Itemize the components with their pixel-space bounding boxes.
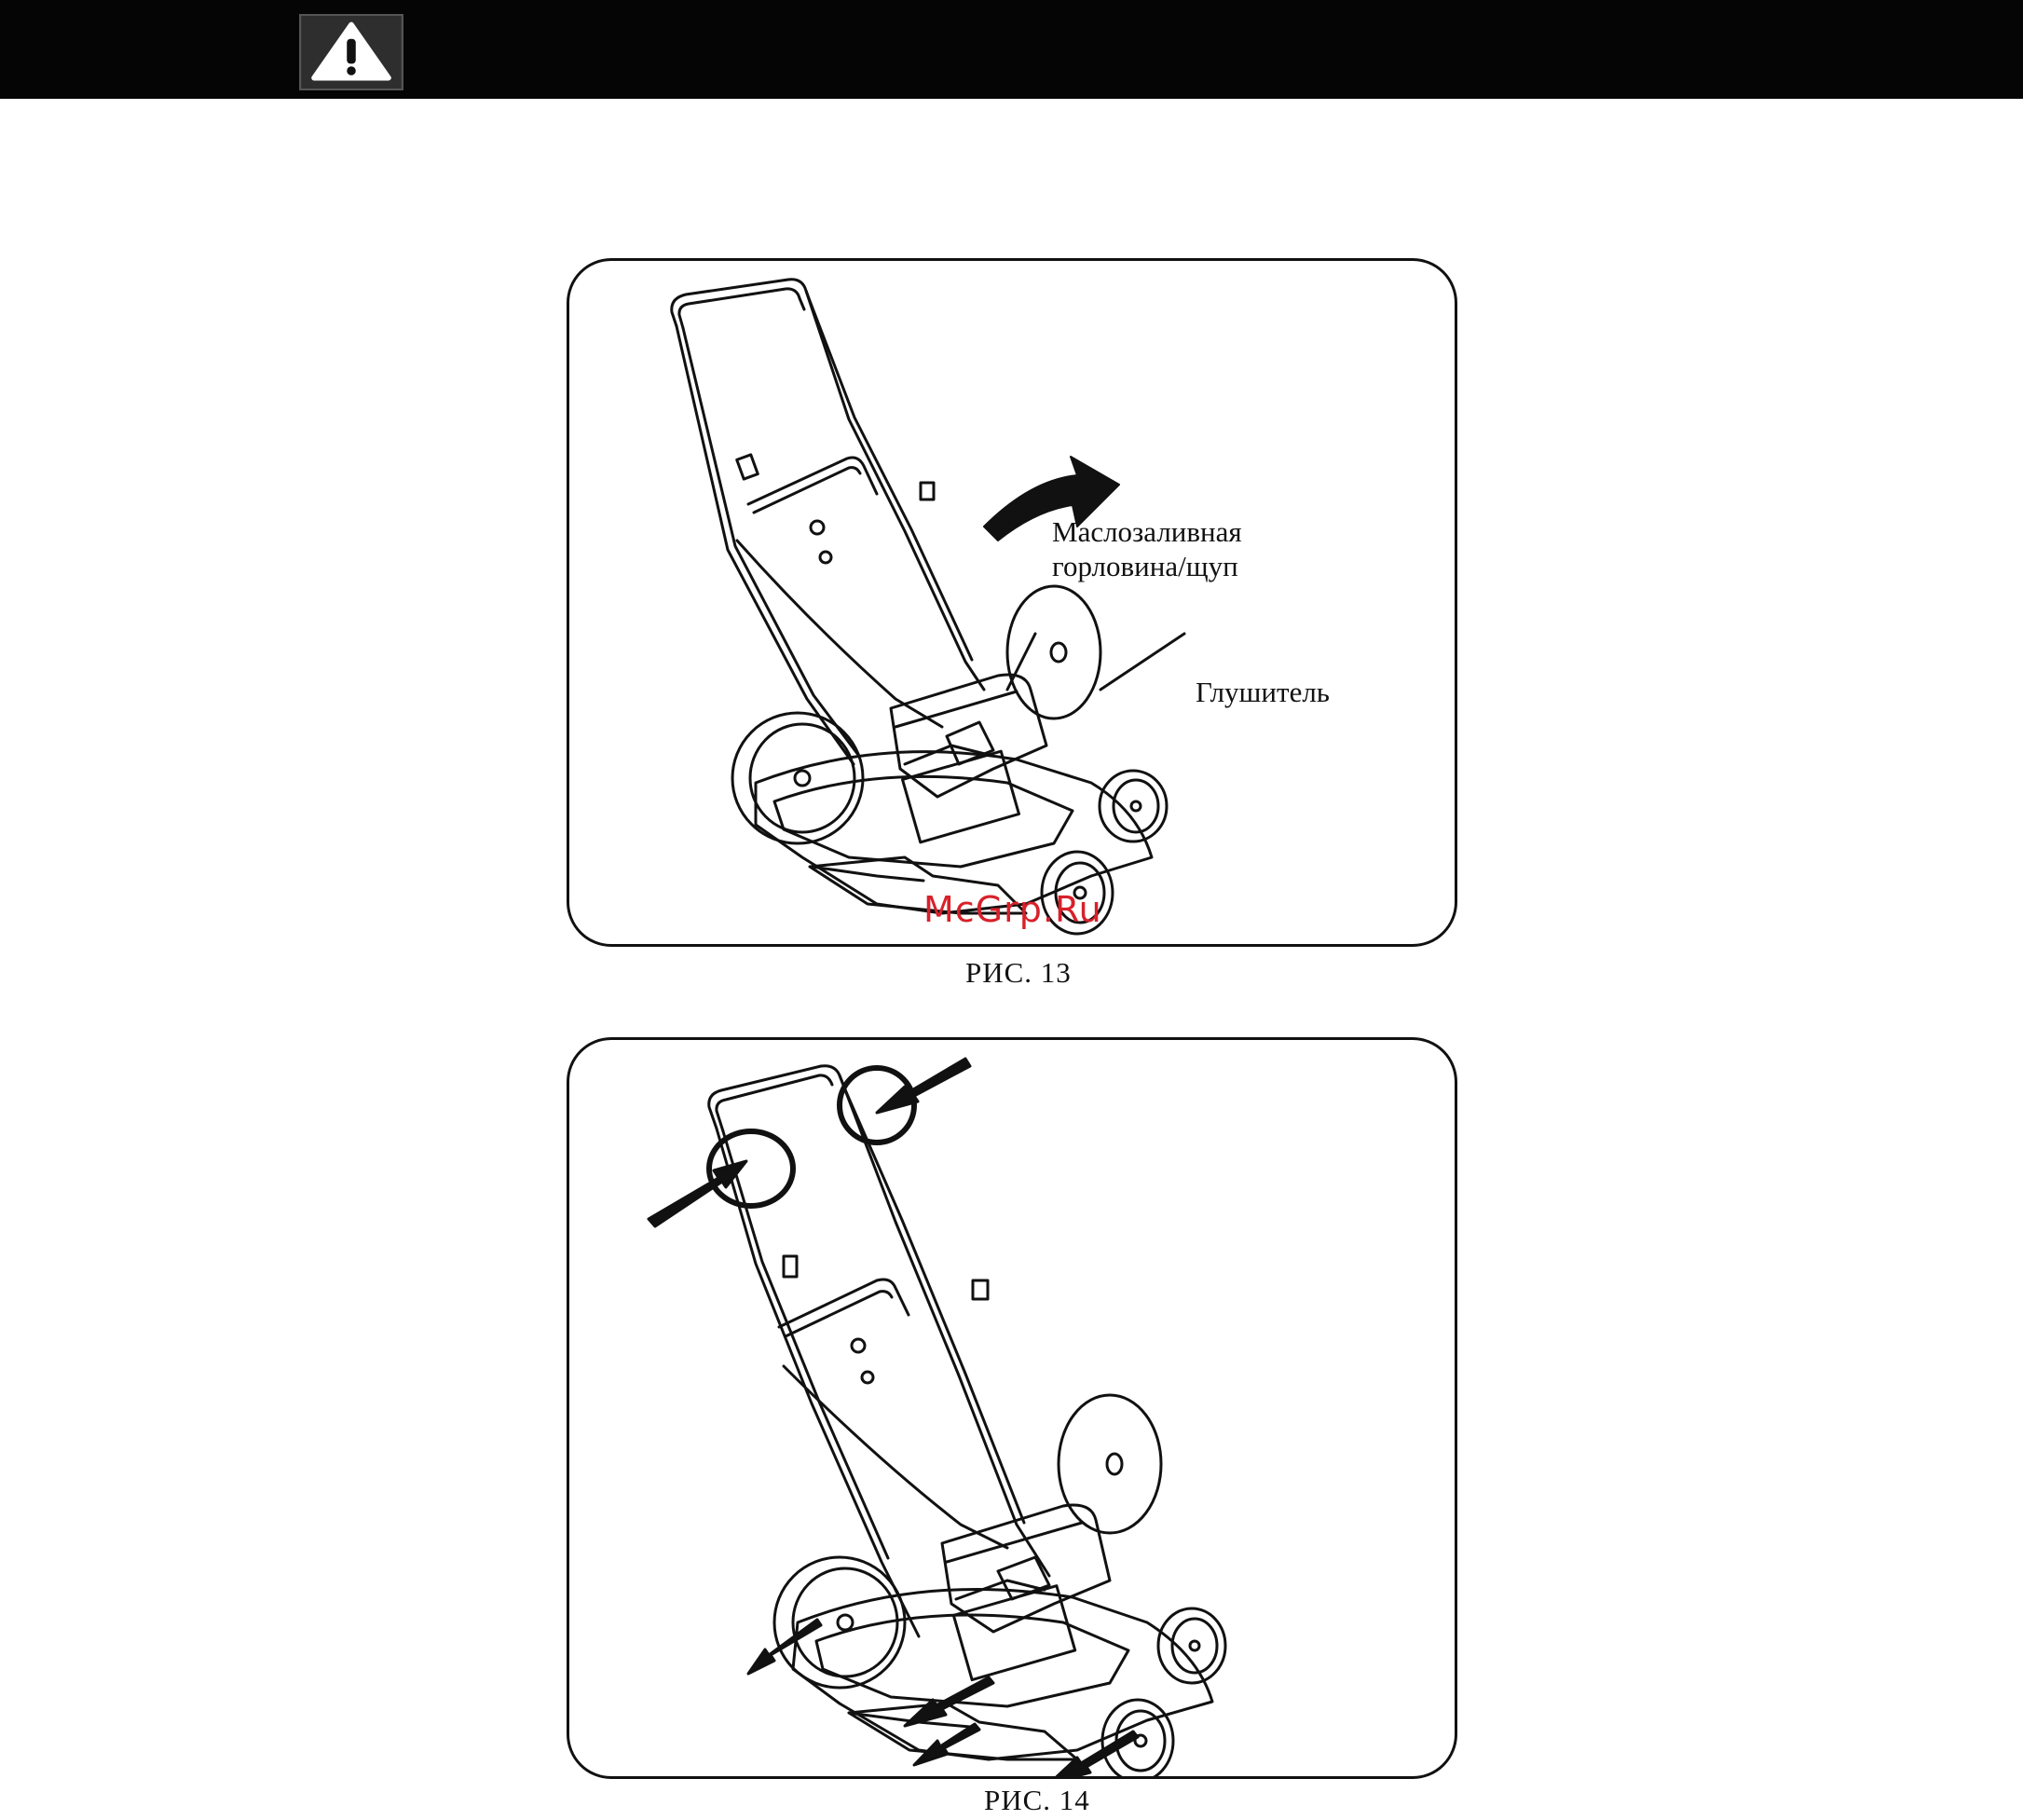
figure-13-panel (567, 258, 1457, 947)
lawn-mower-oil-drawing (569, 261, 1457, 947)
muffler-label: Глушитель (1196, 676, 1330, 709)
watermark-text: McGrp.Ru (923, 889, 1102, 930)
figure-13-caption: РИС. 13 (965, 956, 1072, 990)
oil-fill-label-line1: Маслозаливная (1052, 515, 1242, 549)
page-header-bar (0, 0, 2023, 99)
oil-fill-label-line2: горловина/щуп (1052, 550, 1238, 583)
figure-14-caption: РИС. 14 (984, 1784, 1090, 1817)
lawn-mower-adjustment-drawing (569, 1040, 1457, 1779)
figure-14-panel (567, 1037, 1457, 1779)
warning-triangle-icon (299, 14, 403, 90)
